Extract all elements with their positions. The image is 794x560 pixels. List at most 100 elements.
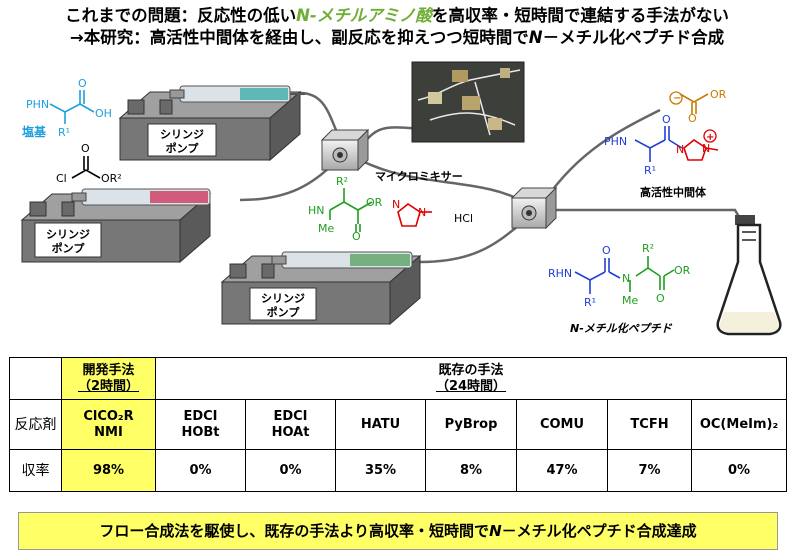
banner-text-b: －メチル化ペプチド合成達成 <box>501 522 697 540</box>
title-line-2-b: －メチル化ペプチド合成 <box>542 28 725 47</box>
plus-charge-icon <box>703 129 717 143</box>
n-text-imidazole-1: N <box>392 198 400 211</box>
reagent-8-line-1: OC(MeIm)₂ <box>699 416 779 432</box>
reagent-cell-7: TCFH <box>607 399 692 450</box>
syringe-pump-3 <box>220 251 422 326</box>
banner-text-n: N <box>489 522 502 540</box>
n-text-intermediate-1: N <box>676 143 684 156</box>
reagent-cell-4: HATU <box>335 399 426 450</box>
amino-acid-structure <box>49 90 95 124</box>
reagent-cell-5: PyBrop <box>425 399 517 450</box>
or-text-orange: OR <box>710 88 727 101</box>
erlenmeyer-flask <box>716 215 782 336</box>
oxygen-text-green: O <box>352 230 361 243</box>
pump-2-label-line-1: シリンジ <box>46 228 90 241</box>
empty-corner-cell <box>9 357 62 400</box>
reagent-cell-8: OC(MeIm)₂ <box>691 399 787 450</box>
existing-header-line-2: （24時間） <box>435 378 507 394</box>
reagent-1-line-2: NMI <box>94 424 123 440</box>
hn-text: HN <box>308 204 325 217</box>
oxygen-text-2: O <box>81 142 90 155</box>
reagent-row-label: 反応剤 <box>9 399 62 450</box>
yield-row: 収率 98% 0% 0% 35% 8% 47% 7% 0% <box>9 449 787 492</box>
conclusion-banner: フロー合成法を駆使し、既存の手法より高収率・短時間でN－メチル化ペプチド合成達成 <box>18 512 778 550</box>
intermediate-structure <box>634 93 719 162</box>
n-text-imidazole-2: N <box>418 206 426 219</box>
micromixer-1 <box>320 128 370 172</box>
yield-cell-4: 35% <box>335 449 426 492</box>
banner-text-a: フロー合成法を駆使し、既存の手法より高収率・短時間で <box>99 522 490 540</box>
or-text-product: OR <box>674 264 691 277</box>
yield-cell-1: 98% <box>61 449 156 492</box>
syringe-pump-2 <box>20 188 212 264</box>
chloroformate-structure <box>71 156 101 179</box>
yield-row-label: 収率 <box>9 449 62 492</box>
title-line-2-n: N <box>528 28 543 47</box>
minus-text: − <box>673 93 681 104</box>
or-text-green: OR <box>366 196 383 209</box>
oxygen-text-product-2: O <box>656 292 665 305</box>
r2-text-product: R² <box>642 242 654 255</box>
yield-cell-6: 47% <box>516 449 608 492</box>
yield-cell-5: 8% <box>425 449 517 492</box>
product-label: N-メチル化ペプチド <box>570 322 673 335</box>
me-text-product: Me <box>622 294 638 307</box>
pump-1-label-line-1: シリンジ <box>160 128 204 141</box>
title-n-methyl-amino-acid: N-メチルアミノ酸 <box>296 6 432 25</box>
flow-scheme: シリンジ ポンプ シリンジ ポンプ シリンジ ポンプ マイクロミキサー <box>20 61 782 336</box>
phn-text-intermediate: PHN <box>604 135 627 148</box>
oxygen-text-intermediate: O <box>662 113 671 126</box>
developed-header-line-2: （2時間） <box>77 378 140 394</box>
oxygen-text-orange: O <box>688 112 697 125</box>
hcl-label: HCl <box>454 212 473 225</box>
mixer-label: マイクロミキサー <box>375 170 463 183</box>
r1-text-product: R¹ <box>584 296 596 309</box>
cl-text: Cl <box>56 172 67 185</box>
reagent-3-line-2: HOAt <box>271 424 310 440</box>
reagent-1-line-1: ClCO₂R <box>83 408 134 424</box>
n-methyl-amine-structure <box>329 188 373 232</box>
phn-text-left: PHN <box>26 98 49 111</box>
title-line-2: →本研究：高活性中間体を経由し、副反応を抑えつつ短時間でN－メチル化ペプチド合成 <box>0 28 794 48</box>
pump-3-label-line-2: ポンプ <box>267 305 301 319</box>
r1-text-intermediate: R¹ <box>644 164 656 177</box>
reagent-4-line-1: HATU <box>360 416 401 432</box>
mixer-photo <box>411 61 525 143</box>
reagent-2-line-1: EDCI <box>183 408 218 424</box>
syringe-pump-1 <box>118 85 305 162</box>
intermediate-label: 高活性中間体 <box>640 185 707 199</box>
micromixer-2 <box>510 186 558 230</box>
title-line-1-a: これまでの問題：反応性の低い <box>65 6 297 25</box>
reagent-7-line-1: TCFH <box>630 416 669 432</box>
yield-cell-8: 0% <box>691 449 787 492</box>
minus-charge-icon <box>669 91 683 105</box>
me-text-green: Me <box>318 222 334 235</box>
pump-1-label-line-2: ポンプ <box>166 141 200 155</box>
oxygen-text-1: O <box>78 77 87 90</box>
oh-text: OH <box>95 107 112 120</box>
title-line-2-a: →本研究：高活性中間体を経由し、副反応を抑えつつ短時間で <box>69 28 529 47</box>
oxygen-text-product-1: O <box>602 244 611 257</box>
developed-method-header: 開発手法 （2時間） <box>61 357 156 400</box>
reagent-3-line-1: EDCI <box>273 408 308 424</box>
existing-methods-header: 既存の手法 （24時間） <box>155 357 787 400</box>
existing-header-line-1: 既存の手法 <box>438 362 504 378</box>
plus-text: + <box>706 132 714 143</box>
reagent-6-line-1: COMU <box>539 416 585 432</box>
rhn-text: RHN <box>548 267 572 280</box>
yield-cell-3: 0% <box>245 449 336 492</box>
yield-cell-2: 0% <box>155 449 246 492</box>
reagent-cell-6: COMU <box>516 399 608 450</box>
pump-2-label-line-2: ポンプ <box>52 241 86 255</box>
yield-cell-7: 7% <box>607 449 692 492</box>
nmi-structure <box>397 203 432 227</box>
reagent-2-line-2: HOBt <box>181 424 220 440</box>
header-row: 開発手法 （2時間） 既存の手法 （24時間） <box>9 357 787 400</box>
product-structure <box>574 256 675 294</box>
r1-text-left: R¹ <box>58 126 70 139</box>
